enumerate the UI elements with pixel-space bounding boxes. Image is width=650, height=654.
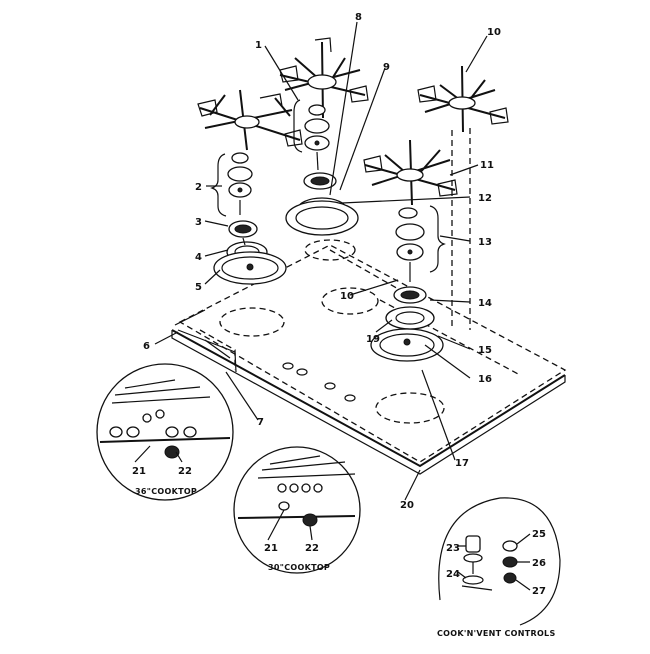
- callout-13: 13: [478, 237, 492, 248]
- burner-opening-right-rear: [321, 287, 379, 315]
- burner-opening-left-front: [219, 307, 285, 337]
- callout-21-36: 21: [132, 466, 146, 477]
- callout-16: 16: [478, 374, 492, 385]
- grate-left: [197, 89, 303, 151]
- callout-labels: 1 2 3 4 5 6 7 8 9 10 10 11 12 13 14 19 1…: [132, 12, 546, 597]
- callout-23: 23: [446, 543, 460, 554]
- callout-7: 7: [257, 417, 264, 428]
- callout-12: 12: [478, 193, 492, 204]
- callout-20: 20: [400, 500, 414, 511]
- callout-4: 4: [195, 252, 202, 263]
- burner-stack-right: [370, 205, 446, 362]
- knobs-36: [109, 409, 197, 459]
- callout-26: 26: [532, 558, 546, 569]
- callout-24: 24: [446, 569, 460, 580]
- callout-3: 3: [195, 217, 202, 228]
- callout-8: 8: [355, 12, 362, 23]
- knob-holes: [282, 362, 356, 402]
- callout-5: 5: [195, 282, 202, 293]
- callout-17: 17: [455, 458, 469, 469]
- leader-lines: [154, 21, 488, 501]
- callout-11: 11: [480, 160, 494, 171]
- inset-captions: 36"COOKTOP 30"COOKTOP COOK'N'VENT CONTRO…: [135, 487, 556, 638]
- callout-22-30: 22: [305, 543, 319, 554]
- burner-opening-right-front: [375, 392, 445, 424]
- inset-30-cooktop: [233, 446, 361, 574]
- callout-2: 2: [195, 182, 202, 193]
- inset-36-cooktop: [96, 363, 234, 501]
- caption-30-cooktop: 30"COOKTOP: [268, 563, 330, 572]
- callout-14: 14: [478, 298, 492, 309]
- callout-27: 27: [532, 586, 546, 597]
- callout-21-30: 21: [264, 543, 278, 554]
- callout-22-36: 22: [178, 466, 192, 477]
- grate-right-front: [363, 139, 458, 206]
- callout-15: 15: [478, 345, 492, 356]
- knobs-30: [277, 483, 323, 527]
- callout-25: 25: [532, 529, 546, 540]
- callout-6: 6: [143, 341, 150, 352]
- callout-19: 19: [366, 334, 380, 345]
- callout-9: 9: [383, 62, 390, 73]
- caption-36-cooktop: 36"COOKTOP: [135, 487, 197, 496]
- burner-stack-left: [210, 152, 287, 285]
- grate-center: [279, 37, 369, 119]
- callout-1: 1: [255, 40, 262, 51]
- inset-cook-n-vent: [438, 497, 561, 626]
- grate-right-rear: [417, 65, 509, 330]
- callout-10b: 10: [340, 291, 354, 302]
- cooktop-base: [171, 239, 567, 475]
- burner-opening-left-rear: [304, 239, 356, 261]
- callout-10: 10: [487, 27, 501, 38]
- burner-stack-center: [285, 99, 359, 236]
- caption-cook-n-vent: COOK'N'VENT CONTROLS: [437, 629, 556, 638]
